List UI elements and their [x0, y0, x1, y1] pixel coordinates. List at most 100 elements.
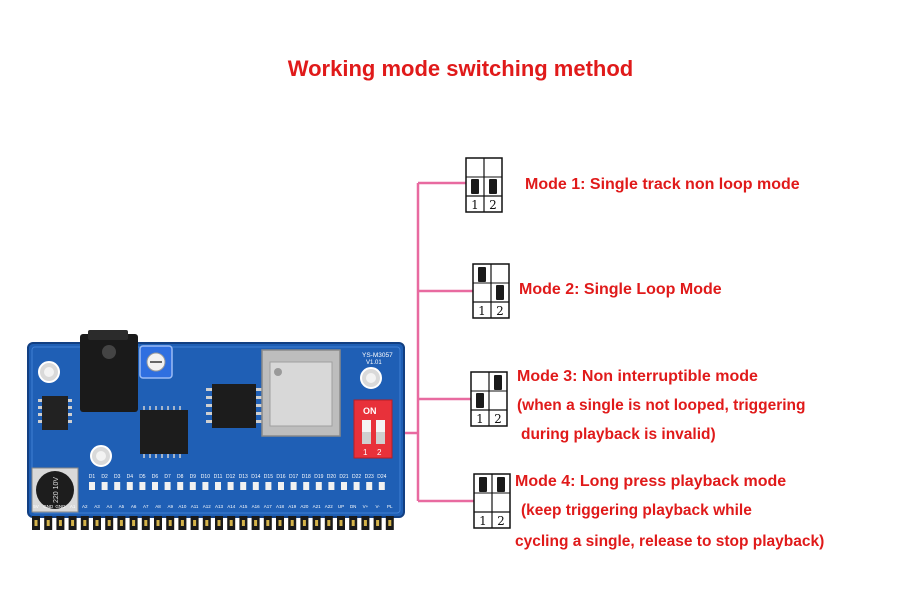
- switch-lever-2-off: [494, 375, 502, 390]
- pin-label: A17: [264, 504, 273, 509]
- led-pad: [315, 482, 322, 490]
- led-pad: [278, 482, 284, 490]
- led-label: D18: [302, 474, 311, 480]
- board-version-label: V1.01: [366, 360, 382, 366]
- header-pin-contact: [58, 520, 62, 526]
- mode-3-detail-line-2: during playback is invalid): [521, 426, 716, 443]
- pin-label: A4: [106, 504, 112, 509]
- pin-label: V+: [363, 504, 369, 509]
- ic-chip-small: [42, 396, 68, 430]
- header-pin-contact: [315, 520, 319, 526]
- pin-label: A12: [203, 504, 212, 509]
- led-label: D4: [127, 474, 134, 480]
- pin-label: A16: [252, 504, 261, 509]
- header-pin-contact: [351, 520, 355, 526]
- led-label: D1: [89, 474, 96, 480]
- switch-lever-2-off: [497, 477, 505, 492]
- switch-pin-label: 1: [478, 304, 486, 318]
- switch-pin-label: 2: [489, 198, 497, 212]
- header-pin-contact: [327, 520, 331, 526]
- led-pad: [114, 482, 121, 490]
- pcb-edge: [31, 346, 401, 514]
- header-pin-contact: [107, 520, 111, 526]
- led-label: D15: [264, 474, 273, 480]
- pin-label: 5V: [33, 504, 39, 509]
- header-pin-contact: [266, 520, 270, 526]
- mode-3-label: Mode 3: Non interruptible mode: [517, 368, 758, 385]
- led-label: D19: [314, 474, 323, 480]
- led-label: D8: [177, 474, 184, 480]
- switch-lever-2-on: [496, 285, 504, 300]
- mode-3-detail-line-1: (when a single is not looped, triggering: [517, 397, 806, 414]
- pin-label: UP: [338, 504, 344, 509]
- led-pad: [328, 482, 335, 490]
- switch-pin-label: 1: [479, 514, 487, 528]
- mounting-hole-center: [96, 451, 106, 461]
- pin-label: A14: [227, 504, 236, 509]
- pin-label: A11: [191, 504, 199, 509]
- header-pin-contact: [205, 520, 209, 526]
- led-pad: [177, 482, 184, 490]
- switch-pin-label: 2: [497, 514, 505, 528]
- led-pad: [126, 482, 133, 490]
- switch-lever-1-off: [478, 267, 486, 282]
- pin-label: A22: [325, 504, 334, 509]
- pin-label: A2: [82, 504, 88, 509]
- switch-lever-1-on: [476, 393, 484, 408]
- connector-lines: [392, 181, 474, 503]
- led-label: D20: [327, 474, 336, 480]
- led-pad: [252, 482, 259, 490]
- capacitor-label: 220 10V: [53, 477, 60, 503]
- switch-pin-label: 1: [476, 412, 484, 426]
- led-pad: [227, 482, 234, 490]
- led-pad: [265, 482, 272, 490]
- led-label: D14: [251, 474, 260, 480]
- dip-switch: [353, 399, 393, 459]
- led-label: D7: [164, 474, 171, 480]
- pin-label: A5: [119, 504, 125, 509]
- dip-switch-number-1: 1: [363, 448, 368, 457]
- header-pin-contact: [193, 520, 197, 526]
- mode-4-detail-line-1: (keep triggering playback while: [521, 502, 752, 519]
- header-pin-contact: [95, 520, 99, 526]
- audio-jack-hole: [102, 345, 116, 359]
- led-label: D12: [226, 474, 235, 480]
- pin-label: A10: [178, 504, 187, 509]
- header-pin-contact: [144, 520, 148, 526]
- header-pin-contact: [241, 520, 245, 526]
- header-pin-contact: [180, 520, 184, 526]
- pin-label: A9: [167, 504, 173, 509]
- header-pin-contact: [168, 520, 172, 526]
- led-label: D2: [101, 474, 108, 480]
- electrolytic-capacitor: [36, 471, 74, 509]
- led-pad: [139, 482, 146, 490]
- pin-label: A8: [155, 504, 161, 509]
- header-pin-contact: [278, 520, 282, 526]
- audio-jack-barrel: [88, 330, 128, 340]
- led-label: D13: [239, 474, 248, 480]
- pin-label: A3: [94, 504, 100, 509]
- amplifier-chip: [212, 384, 256, 428]
- led-label: D21: [339, 474, 348, 480]
- pin-label: A7: [143, 504, 149, 509]
- led-label: D3: [114, 474, 121, 480]
- pin-label: V-: [375, 504, 380, 509]
- pin-label: A19: [288, 504, 297, 509]
- led-pad: [189, 482, 196, 490]
- switch-lever-1-off: [479, 477, 487, 492]
- led-label: D11: [214, 474, 223, 480]
- header-pin-contact: [302, 520, 306, 526]
- header-pin-contact: [254, 520, 258, 526]
- switch-lever-1-on: [471, 179, 479, 194]
- dip-switch-number-2: 2: [377, 448, 382, 457]
- led-label: D16: [276, 474, 285, 480]
- switch-pin-label: 2: [496, 304, 504, 318]
- led-label: D9: [190, 474, 197, 480]
- led-label: D23: [365, 474, 374, 480]
